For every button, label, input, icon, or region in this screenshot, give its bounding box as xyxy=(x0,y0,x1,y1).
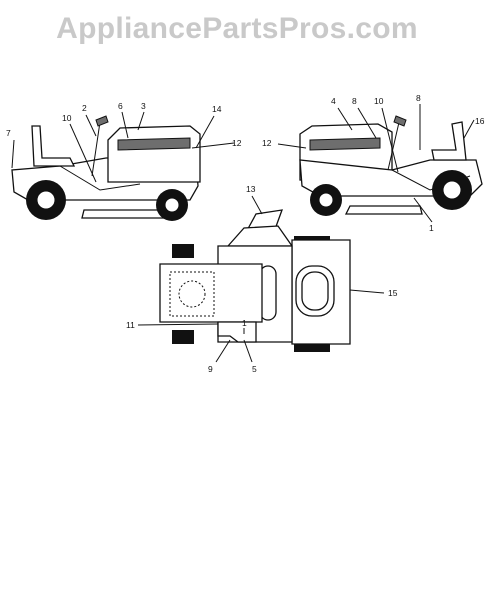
steering-wheel-decal xyxy=(95,115,109,127)
callout-left-7: 7 xyxy=(6,128,11,138)
right-side-view xyxy=(299,115,483,216)
callout-left-6: 6 xyxy=(118,101,123,111)
callout-left-10: 10 xyxy=(62,113,72,123)
callout-left-14: 14 xyxy=(212,104,222,114)
callout-left-2: 2 xyxy=(82,103,87,113)
callout-top-9: 9 xyxy=(208,364,213,374)
watermark: AppliancePartsPros.com xyxy=(56,12,418,45)
callout-top-1: 1 xyxy=(242,318,247,328)
callout-top-5: 5 xyxy=(252,364,257,374)
callout-right-4: 4 xyxy=(331,96,336,106)
top-view-leaders xyxy=(137,195,385,363)
callout-right-8b: 8 xyxy=(416,93,421,103)
hood-decal-right xyxy=(309,137,381,151)
callout-right-1: 1 xyxy=(429,223,434,233)
left-side-view xyxy=(11,115,201,221)
callout-top-11: 11 xyxy=(126,320,135,330)
callout-right-16: 16 xyxy=(475,116,485,126)
right-view-leaders xyxy=(277,104,475,223)
callout-top-15: 15 xyxy=(388,288,398,298)
top-view xyxy=(159,209,351,352)
hood-decal xyxy=(117,137,191,151)
callout-left-3: 3 xyxy=(141,101,146,111)
callout-right-10: 10 xyxy=(374,96,384,106)
callout-right-8a: 8 xyxy=(352,96,357,106)
left-view-leaders xyxy=(11,111,235,183)
callout-top-13: 13 xyxy=(246,184,256,194)
callout-left-12: 12 xyxy=(232,138,242,148)
steering-wheel-decal-right xyxy=(393,115,407,127)
callout-right-12: 12 xyxy=(262,138,272,148)
